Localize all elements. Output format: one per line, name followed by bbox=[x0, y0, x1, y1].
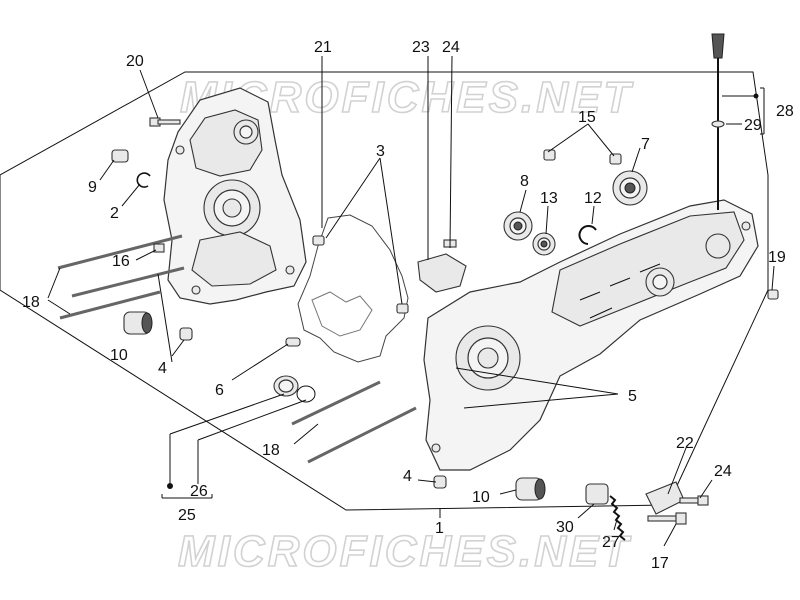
callout-24-lower: 24 bbox=[714, 463, 732, 480]
callout-19: 19 bbox=[768, 249, 786, 266]
bolt-24-lower bbox=[679, 495, 709, 506]
right-crankcase-half bbox=[423, 199, 759, 471]
callout-16: 16 bbox=[112, 253, 130, 270]
dowel-pin bbox=[312, 235, 325, 246]
bearing-7 bbox=[612, 170, 648, 206]
callout-2: 2 bbox=[110, 205, 119, 222]
callout-17: 17 bbox=[651, 555, 669, 572]
bearing-8 bbox=[503, 211, 533, 241]
callout-24-upper: 24 bbox=[442, 39, 460, 56]
callout-4-right: 4 bbox=[403, 468, 412, 485]
callout-9: 9 bbox=[88, 179, 97, 196]
callout-21: 21 bbox=[314, 39, 332, 56]
stud bbox=[71, 266, 185, 298]
watermark-bottom: MICROFICHES.NET bbox=[178, 527, 631, 576]
callout-5: 5 bbox=[628, 388, 637, 405]
callout-20: 20 bbox=[126, 53, 144, 70]
callout-13: 13 bbox=[540, 190, 558, 207]
left-crankcase-half bbox=[163, 87, 307, 305]
bracket-23 bbox=[417, 253, 467, 293]
circlip-12 bbox=[578, 225, 597, 245]
callout-18-lower: 18 bbox=[262, 442, 280, 459]
stud bbox=[307, 406, 417, 464]
callout-15: 15 bbox=[578, 109, 596, 126]
pin-16 bbox=[153, 243, 165, 253]
leader-lines bbox=[47, 55, 775, 547]
callout-28: 28 bbox=[776, 103, 794, 120]
sleeve-9 bbox=[111, 149, 129, 163]
callout-23: 23 bbox=[412, 39, 430, 56]
callout-6: 6 bbox=[215, 382, 224, 399]
leader-dot bbox=[167, 483, 173, 489]
callout-25: 25 bbox=[178, 507, 196, 524]
oil-seal bbox=[273, 375, 316, 403]
callout-10-right: 10 bbox=[472, 489, 490, 506]
dowel-15 bbox=[543, 149, 556, 161]
leader-dot bbox=[753, 93, 759, 99]
dipstick bbox=[711, 33, 725, 210]
sleeve-30 bbox=[585, 483, 609, 505]
pin-6 bbox=[285, 337, 301, 347]
callout-29: 29 bbox=[744, 117, 762, 134]
stud bbox=[59, 290, 161, 320]
stud bbox=[291, 380, 381, 426]
bolt-17 bbox=[647, 512, 687, 525]
stud bbox=[57, 234, 183, 270]
callout-22: 22 bbox=[676, 435, 694, 452]
bolt-20 bbox=[149, 117, 181, 127]
plate-22 bbox=[645, 481, 685, 515]
callout-4-left: 4 bbox=[158, 360, 167, 377]
pin-19 bbox=[767, 289, 779, 300]
callout-27: 27 bbox=[602, 534, 620, 551]
pin-4 bbox=[179, 327, 193, 341]
callout-7: 7 bbox=[641, 136, 650, 153]
bearing-13 bbox=[532, 232, 556, 256]
callout-26: 26 bbox=[190, 483, 208, 500]
dowel-pin bbox=[396, 303, 409, 314]
callout-3: 3 bbox=[376, 143, 385, 160]
callout-18-left: 18 bbox=[22, 294, 40, 311]
callout-1: 1 bbox=[435, 520, 444, 537]
callout-10-left: 10 bbox=[110, 347, 128, 364]
clip-2 bbox=[136, 172, 151, 188]
dowel-15 bbox=[609, 153, 622, 165]
callout-8: 8 bbox=[520, 173, 529, 190]
gasket bbox=[297, 214, 409, 363]
callout-numbers: 1 2 3 4 4 5 6 7 8 9 10 10 12 13 15 16 17… bbox=[22, 39, 794, 572]
callout-12: 12 bbox=[584, 190, 602, 207]
callout-30: 30 bbox=[556, 519, 574, 536]
